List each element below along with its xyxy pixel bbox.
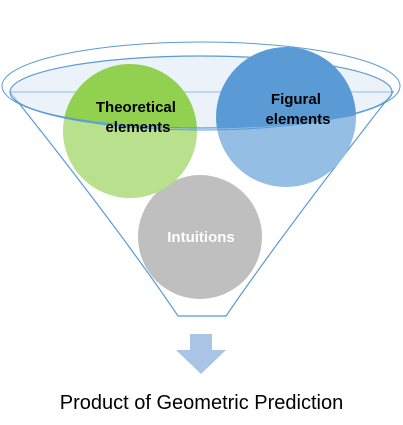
- funnel-rim: [9, 55, 393, 129]
- figural-label: Figural elements: [265, 91, 330, 128]
- theoretical-label: Theoretical elements: [96, 99, 180, 136]
- diagram-caption: Product of Geometric Prediction: [59, 392, 344, 414]
- figural-label-line-1: Figural: [271, 91, 321, 108]
- intuitions-bubble: [138, 175, 262, 299]
- figural-bubble: [216, 47, 356, 187]
- figural-label-line-2: elements: [265, 111, 330, 128]
- theoretical-label-line-2: elements: [105, 119, 170, 136]
- theoretical-label-line-1: Theoretical: [96, 99, 176, 116]
- down-arrow-icon: [176, 334, 226, 374]
- intuitions-label: Intuitions: [167, 229, 235, 246]
- theoretical-bubble: [63, 64, 197, 198]
- funnel-rim-outer: [1, 41, 401, 131]
